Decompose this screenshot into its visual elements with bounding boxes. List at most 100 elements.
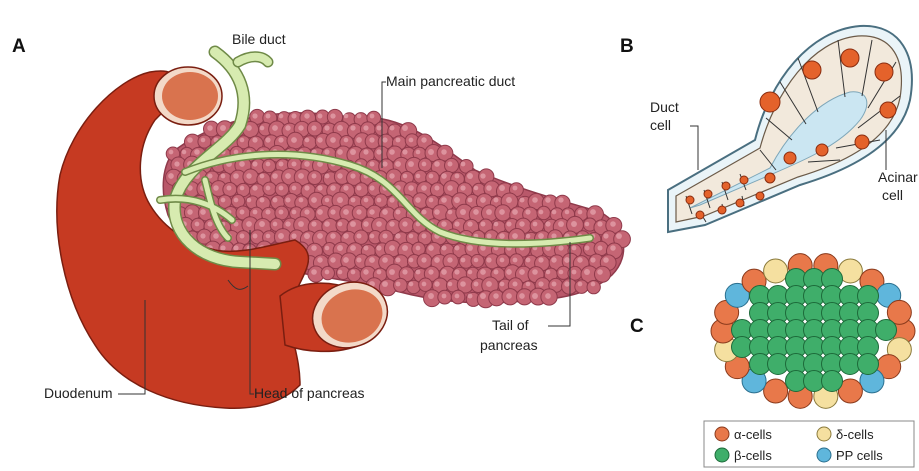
pancreas-lobule: [354, 183, 368, 197]
pancreas-lobule-highlight: [454, 269, 459, 274]
pancreas-lobule-highlight: [546, 270, 551, 275]
pancreas-lobule-highlight: [591, 282, 596, 287]
pancreas-lobule-highlight: [545, 221, 550, 226]
pancreas-lobule-highlight: [213, 233, 219, 239]
pancreas-lobule-highlight: [182, 150, 187, 155]
acinus-diagram: [668, 26, 912, 232]
pancreas-lobule: [575, 280, 588, 293]
pancreas-lobule-highlight: [454, 197, 460, 203]
pancreas-lobule-highlight: [324, 221, 330, 227]
pancreas-lobule-highlight: [200, 209, 206, 215]
pancreas-lobule-highlight: [434, 161, 440, 167]
pancreas-lobule-highlight: [240, 186, 245, 191]
pancreas-lobule-highlight: [252, 137, 257, 142]
islet-peripheral-cell: [764, 259, 788, 283]
pancreas-lobule-highlight: [519, 221, 524, 226]
islet-peripheral-cell: [764, 379, 788, 403]
pancreas-lobule-highlight: [487, 234, 492, 239]
legend-alpha-swatch: [715, 427, 729, 441]
pancreas-lobule-highlight: [564, 257, 570, 263]
label-duodenum: Duodenum: [44, 385, 113, 401]
pancreas-lobule-highlight: [474, 258, 479, 263]
pancreas-lobule-highlight: [428, 293, 434, 299]
pancreas-lobule-highlight: [499, 185, 505, 191]
pancreas-lobule-highlight: [265, 209, 270, 214]
pancreas-lobule-highlight: [278, 137, 283, 142]
pancreas-lobule-highlight: [552, 282, 557, 287]
label-acinar-cell-line1: Acinar: [878, 169, 918, 185]
pancreas-lobule-highlight: [396, 138, 401, 143]
pancreas-lobule-highlight: [434, 281, 439, 286]
pancreas-lobule-highlight: [428, 149, 434, 155]
pancreas-lobule-highlight: [428, 245, 434, 251]
pancreas-lobule-highlight: [252, 161, 257, 166]
pancreas-lobule-highlight: [377, 198, 382, 203]
pancreas-lobule-highlight: [461, 258, 466, 263]
pancreas-lobule-highlight: [468, 270, 473, 275]
pancreas-lobule-highlight: [363, 269, 368, 274]
pancreas-lobule-highlight: [584, 269, 590, 275]
pancreas-lobule-highlight: [590, 257, 595, 262]
pancreas-lobule-highlight: [461, 162, 466, 167]
acinar-nucleus: [816, 144, 828, 156]
pancreas-lobule-highlight: [351, 270, 356, 275]
pancreas-lobule-highlight: [304, 209, 309, 214]
pancreas-lobule-highlight: [448, 210, 453, 215]
acinar-nucleus: [841, 49, 859, 67]
label-tail-line1: Tail of: [492, 317, 529, 333]
pancreas-lobule-highlight: [240, 138, 245, 143]
pancreas-lobule-highlight: [585, 246, 590, 251]
legend-beta: β-cells: [715, 448, 772, 463]
pancreas-lobule-highlight: [227, 186, 232, 191]
pancreas-lobule-highlight: [389, 269, 395, 275]
pancreas-lobule-highlight: [455, 294, 460, 299]
pancreas-lobule-highlight: [324, 173, 329, 178]
pancreas-lobule-highlight: [512, 281, 517, 286]
pancreas-lobule-highlight: [416, 270, 421, 275]
pancreas-lobule-highlight: [526, 282, 531, 287]
pancreas-lobule-highlight: [551, 233, 556, 238]
pancreas-lobule-highlight: [298, 221, 304, 227]
pancreas-lobule-highlight: [559, 270, 564, 275]
pancreas-lobule-highlight: [272, 173, 278, 179]
acinar-nucleus: [718, 206, 726, 214]
pancreas-lobule-highlight: [545, 293, 551, 299]
pancreas-lobule-highlight: [558, 221, 564, 227]
pancreas-lobule-highlight: [292, 210, 297, 215]
pancreas-lobule-highlight: [260, 198, 265, 203]
pancreas-lobule-highlight: [325, 198, 330, 203]
pancreas-lobule-highlight: [311, 221, 316, 226]
pancreas-lobule-highlight: [480, 173, 485, 178]
pancreas-lobule-highlight: [311, 125, 316, 130]
label-main-pancreatic-duct: Main pancreatic duct: [386, 73, 515, 89]
pancreas-lobule-highlight: [299, 198, 304, 203]
pancreas-lobule-highlight: [246, 173, 251, 178]
pancreas-lobule-highlight: [539, 210, 544, 215]
pancreas-lobule-highlight: [519, 293, 525, 299]
pancreas-lobule-highlight: [468, 294, 473, 299]
pancreas-lobule-highlight: [494, 198, 499, 203]
pancreas-lobule-highlight: [221, 198, 226, 203]
pancreas-lobule-highlight: [448, 282, 453, 287]
pancreas-lobule-highlight: [395, 161, 401, 167]
pancreas-lobule-highlight: [532, 269, 538, 275]
pancreas-lobule-highlight: [506, 197, 512, 203]
pancreas-lobule-highlight: [195, 222, 200, 227]
pancreas-lobule-highlight: [441, 269, 447, 275]
label-duct-cell-line2: cell: [650, 117, 671, 133]
pancreas-lobule-highlight: [500, 282, 505, 287]
pancreas-lobule-highlight: [292, 186, 297, 191]
pancreas-lobule-highlight: [285, 221, 290, 226]
pancreas-lobule-highlight: [441, 149, 446, 154]
pancreas-lobule-highlight: [422, 162, 427, 167]
legend-alpha: α-cells: [715, 427, 772, 442]
pancreas-lobule-highlight: [416, 174, 421, 179]
pancreas-lobule-highlight: [422, 282, 427, 287]
pancreas-lobule-highlight: [350, 149, 356, 155]
pancreas-lobule-highlight: [506, 293, 512, 299]
pancreas-lobule-highlight: [416, 150, 421, 155]
legend-pp: PP cells: [817, 448, 883, 463]
pancreas-lobule-highlight: [480, 197, 486, 203]
pancreas-lobule-highlight: [330, 185, 335, 190]
